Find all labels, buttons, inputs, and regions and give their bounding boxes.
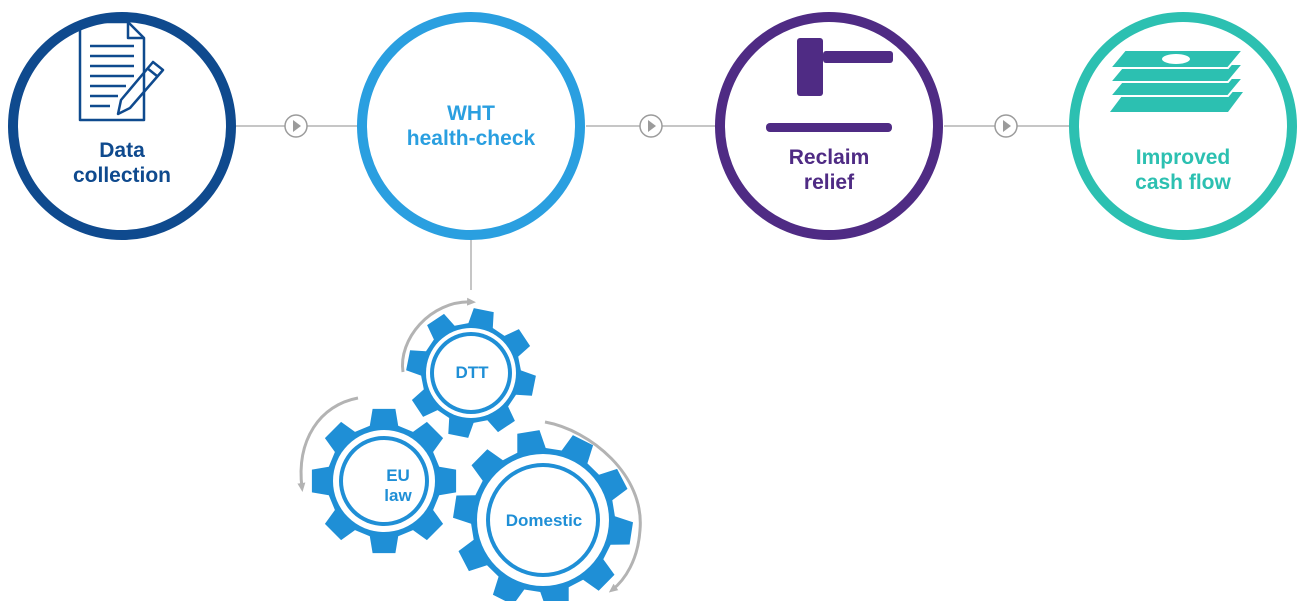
play-icon <box>648 120 656 132</box>
gear-label-eu-law: EU law <box>358 466 438 507</box>
gear-label-text: Domestic <box>505 511 583 530</box>
gear-dtt <box>406 308 536 438</box>
connector-arrow-2 <box>639 114 663 138</box>
gear-hole <box>490 467 596 573</box>
step-label-reclaim-relief: Reclaim relief <box>759 145 899 195</box>
play-icon <box>293 120 301 132</box>
gear-label-line-1: EU <box>386 466 410 485</box>
step-label-line-2: health-check <box>406 127 536 151</box>
step-label-line-2: collection <box>72 164 172 188</box>
document-pen-icon <box>78 20 165 122</box>
connector-arrow-3 <box>994 114 1018 138</box>
rotation-arrow-dtt <box>401 297 476 373</box>
gavel-icon <box>766 38 893 132</box>
gear-eu-law <box>311 408 457 554</box>
play-icon <box>1003 120 1011 132</box>
step-circle-wht-health-check <box>357 12 585 240</box>
step-label-line-1: WHT <box>447 102 495 125</box>
rotation-arrow-eu-law <box>297 396 359 492</box>
step-label-line-2: cash flow <box>1135 171 1231 195</box>
money-stack-icon <box>1107 49 1246 112</box>
rotation-arrow-domestic <box>544 420 642 593</box>
step-label-line-1: Reclaim <box>788 146 870 169</box>
gear-hole <box>434 336 508 410</box>
step-label-data-collection: Data collection <box>52 138 192 188</box>
step-label-line-1: Improved <box>1135 146 1231 169</box>
step-label-line-2: relief <box>803 171 855 195</box>
step-label-line-1: Data <box>99 139 145 162</box>
gear-label-dtt: DTT <box>432 363 512 383</box>
connector-arrow-1 <box>284 114 308 138</box>
step-circle-data-collection <box>8 12 236 240</box>
gear-label-line-2: law <box>384 486 412 506</box>
gear-hole <box>343 440 425 522</box>
gear-domestic <box>453 430 633 606</box>
rotation-arrows <box>297 297 642 593</box>
step-label-wht-health-check: WHT health-check <box>386 101 556 151</box>
step-label-improved-cash-flow: Improved cash flow <box>1108 145 1258 195</box>
gear-label-domestic: Domestic <box>489 511 599 531</box>
gear-label-text: DTT <box>455 363 489 382</box>
